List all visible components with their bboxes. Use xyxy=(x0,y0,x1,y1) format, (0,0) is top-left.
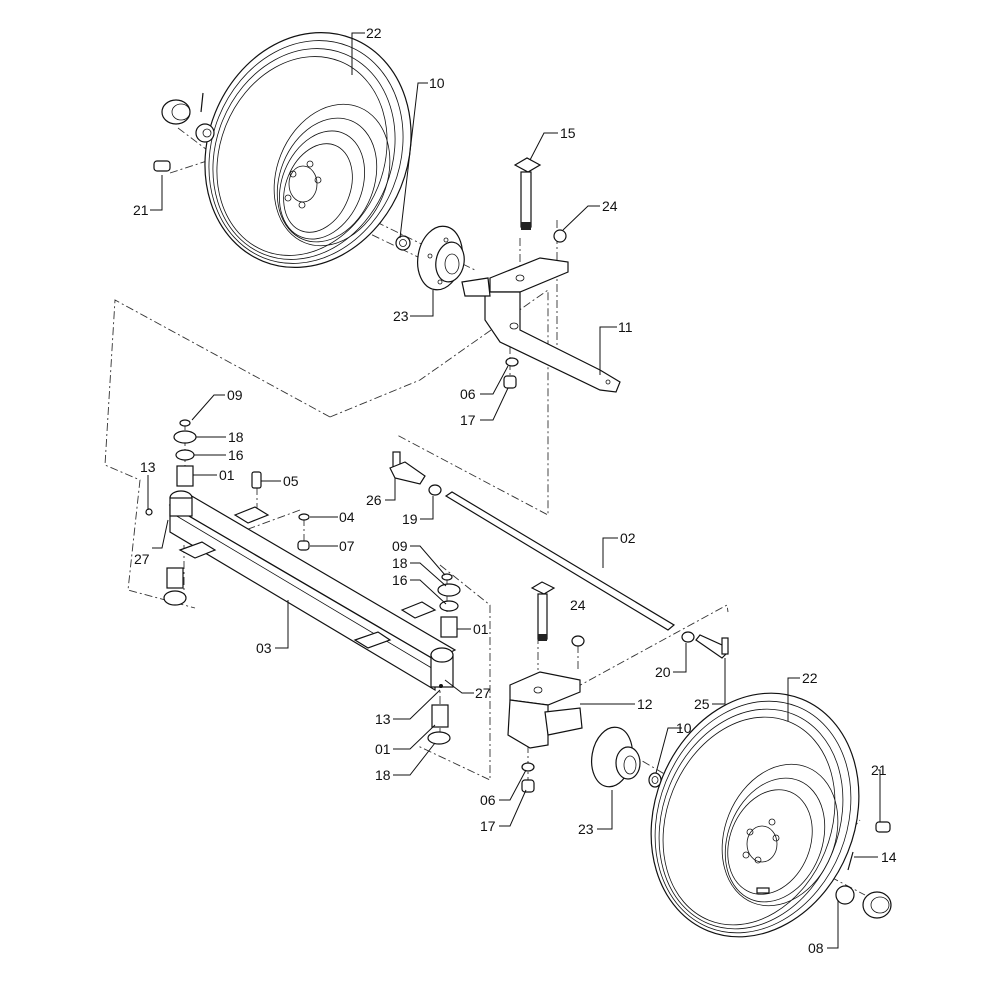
callout-01-left: 01 xyxy=(219,467,235,483)
washer-06-bottom xyxy=(521,762,535,772)
callout-08: 08 xyxy=(808,940,824,956)
snap-ring-right xyxy=(441,573,453,581)
grease-fitting-left xyxy=(145,508,153,516)
bushing-left-top xyxy=(176,465,194,487)
callout-13-right: 13 xyxy=(375,711,391,727)
tie-rod xyxy=(444,491,676,631)
bolt-05 xyxy=(251,471,262,489)
washer-06-top xyxy=(505,357,519,367)
callout-06-bottom: 06 xyxy=(480,792,496,808)
callout-24-bottom: 24 xyxy=(570,597,586,613)
callout-02: 02 xyxy=(620,530,636,546)
bearing-right xyxy=(439,600,459,612)
leader-lines xyxy=(147,32,881,949)
callout-11: 11 xyxy=(618,319,633,335)
cotter-pin-top xyxy=(200,92,204,113)
callout-24-top: 24 xyxy=(602,198,618,214)
callout-10-top: 10 xyxy=(429,75,445,91)
callout-27-left: 27 xyxy=(134,551,150,567)
steering-knuckle-right xyxy=(507,671,583,749)
snap-ring-left xyxy=(179,419,191,427)
bearing-left xyxy=(175,449,195,461)
callout-01-right: 01 xyxy=(473,621,489,637)
callout-09-right: 09 xyxy=(392,538,408,554)
grease-fitting-bottom xyxy=(875,821,891,833)
jam-nut-19 xyxy=(428,484,442,496)
bushing-right-top xyxy=(440,616,458,638)
steering-knuckle-left xyxy=(461,257,621,393)
callout-18-right: 18 xyxy=(392,555,408,571)
bushing-left-bottom xyxy=(166,567,184,589)
wheel-tire-bottom xyxy=(650,692,860,938)
seal-left xyxy=(173,430,197,444)
callout-04: 04 xyxy=(339,509,355,525)
callout-10-bottom: 10 xyxy=(676,720,692,736)
spindle-bolt-top xyxy=(513,157,542,230)
callout-labels: 22 21 10 23 15 24 11 06 17 09 18 16 13 0… xyxy=(133,25,897,956)
seal-left-bottom xyxy=(163,590,187,606)
axle-beam xyxy=(168,490,457,692)
castle-nut-bottom xyxy=(835,885,855,905)
washer-04 xyxy=(298,513,310,521)
washer-top xyxy=(395,235,411,251)
lock-nut-top xyxy=(553,229,567,243)
wheel-tire-top xyxy=(204,32,412,268)
nut-17-bottom xyxy=(521,779,535,793)
callout-07: 07 xyxy=(339,538,355,554)
callout-09-left: 09 xyxy=(227,387,243,403)
callout-20: 20 xyxy=(655,664,671,680)
callout-25: 25 xyxy=(694,696,710,712)
callout-21-top: 21 xyxy=(133,202,149,218)
cotter-pin-bottom xyxy=(847,851,854,871)
castle-nut-top xyxy=(195,123,215,143)
callout-14: 14 xyxy=(881,849,897,865)
spindle-bolt-bottom xyxy=(530,581,556,641)
nut-17-top xyxy=(503,375,517,389)
hub-cap-top xyxy=(161,99,191,125)
callout-16-right: 16 xyxy=(392,572,408,588)
callout-23-bottom: 23 xyxy=(578,821,594,837)
callout-18-left: 18 xyxy=(228,429,244,445)
wheel-hub-bottom xyxy=(591,726,641,788)
callout-23-top: 23 xyxy=(393,308,409,324)
callout-03: 03 xyxy=(256,640,272,656)
callout-05: 05 xyxy=(283,473,299,489)
callout-17-top: 17 xyxy=(460,412,476,428)
lock-nut-bottom xyxy=(571,635,585,647)
seal-right-bottom xyxy=(427,731,451,745)
callout-12: 12 xyxy=(637,696,653,712)
tie-rod-end-left xyxy=(389,451,426,485)
jam-nut-20 xyxy=(681,631,695,643)
hub-cap-bottom xyxy=(862,891,892,919)
callout-17-bottom: 17 xyxy=(480,818,496,834)
callout-16-left: 16 xyxy=(228,447,244,463)
callout-22-bottom: 22 xyxy=(802,670,818,686)
callout-22-top: 22 xyxy=(366,25,382,41)
tie-rod-end-right xyxy=(695,634,729,659)
callout-19: 19 xyxy=(402,511,418,527)
callout-21-bottom: 21 xyxy=(871,762,887,778)
bushing-right-bottom xyxy=(431,704,449,728)
grease-fitting-top xyxy=(153,160,171,172)
callout-01-bottom: 01 xyxy=(375,741,391,757)
callout-06-top: 06 xyxy=(460,386,476,402)
callout-18-bottom: 18 xyxy=(375,767,391,783)
callout-13-left: 13 xyxy=(140,459,156,475)
seal-right xyxy=(437,583,461,597)
callout-27-right: 27 xyxy=(475,685,491,701)
nut-07 xyxy=(297,540,310,551)
wheel-hub-top xyxy=(417,225,465,291)
callout-26: 26 xyxy=(366,492,382,508)
callout-15: 15 xyxy=(560,125,576,141)
